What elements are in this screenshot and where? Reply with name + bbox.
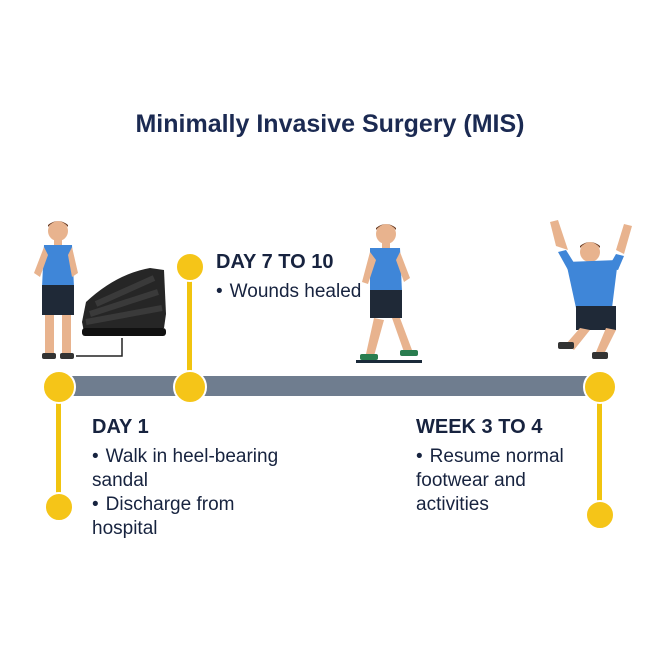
phase-day-1: DAY 1 Walk in heel-bearing sandal Discha… bbox=[92, 415, 292, 541]
stem-day-7-10 bbox=[187, 266, 192, 386]
milestone-dot-day-1 bbox=[42, 370, 76, 404]
milestone-dot-day-7-10 bbox=[173, 370, 207, 404]
walking-man-illustration bbox=[356, 224, 422, 363]
milestone-dot-week-3-4 bbox=[583, 370, 617, 404]
phase-heading: DAY 1 bbox=[92, 416, 149, 438]
phase-week-3-4: WEEK 3 TO 4 Resume normal footwear and a… bbox=[416, 415, 596, 517]
page-title: Minimally Invasive Surgery (MIS) bbox=[135, 110, 525, 138]
milestone-top-dot-day-7-10 bbox=[175, 252, 205, 282]
stem-day-1 bbox=[56, 390, 61, 506]
phase-bullet: Resume normal footwear and activities bbox=[416, 445, 596, 517]
jumping-man-illustration bbox=[550, 220, 632, 359]
phase-bullet: Walk in heel-bearing sandal bbox=[92, 445, 292, 493]
stem-week-3-4 bbox=[597, 390, 602, 516]
timeline-bar bbox=[58, 376, 602, 396]
standing-man-illustration bbox=[34, 221, 78, 359]
sandal-illustration bbox=[76, 268, 166, 357]
phase-bullet: Wounds healed bbox=[216, 280, 376, 304]
milestone-end-dot-day-1 bbox=[44, 492, 74, 522]
phase-heading: DAY 7 TO 10 bbox=[216, 251, 334, 273]
phase-heading: WEEK 3 TO 4 bbox=[416, 416, 543, 438]
phase-bullet: Discharge from hospital bbox=[92, 493, 292, 541]
phase-day-7-10: DAY 7 TO 10 Wounds healed bbox=[216, 250, 376, 304]
